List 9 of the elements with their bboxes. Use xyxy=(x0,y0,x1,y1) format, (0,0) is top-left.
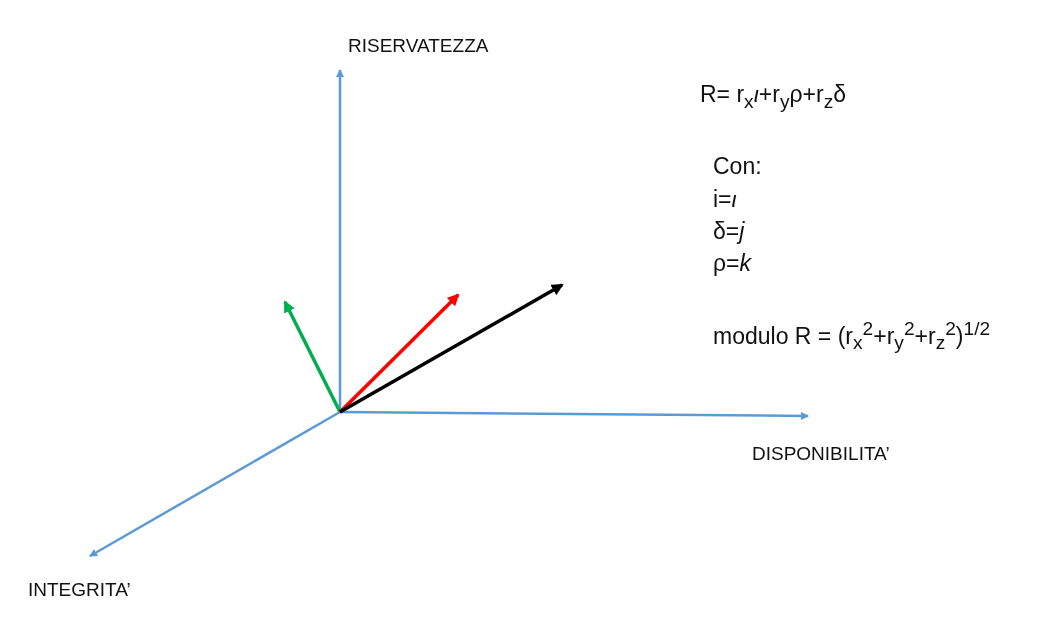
formula: R= r$_{x}$ι+r$_{y}$ρ+r$_{z}$δ xyxy=(700,82,847,112)
axis-label: INTEGRITA’ xyxy=(28,580,131,601)
formula: modulo R = (r$_{x}$$^{2}$+r$_{y}$$^{2}$+r$_{z}$$^{2}$)$^{1/2}$ xyxy=(713,318,991,354)
axis-label: DISPONIBILITA’ xyxy=(752,444,890,465)
formula: i=ι xyxy=(713,187,737,213)
axis-label: RISERVATEZZA xyxy=(348,36,489,57)
formula: ρ=k xyxy=(713,251,751,277)
formula-text: Con: xyxy=(713,154,762,180)
formula: δ=j xyxy=(713,219,745,245)
